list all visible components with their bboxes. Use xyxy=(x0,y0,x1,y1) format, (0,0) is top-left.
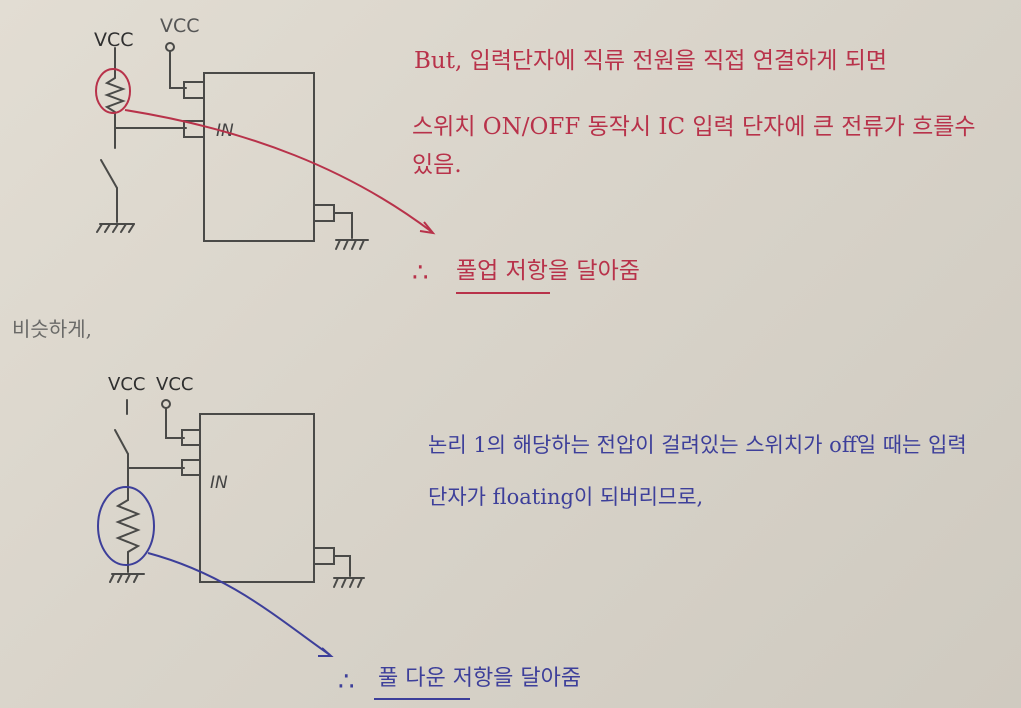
top-note: But, 입력단자에 직류 전원을 직접 연결하게 되면 스위치 ON/OFF … xyxy=(412,48,976,294)
bottom-note: 논리 1의 해당하는 전압이 걸려있는 스위치가 off일 때는 입력 단자가 … xyxy=(338,433,967,700)
bottom-conclusion: 풀 다운 저항을 달아줌 xyxy=(378,666,581,691)
top-conclusion-mark: ∴ xyxy=(412,258,429,288)
red-arrow xyxy=(124,109,433,233)
ic-pin-gnd xyxy=(313,204,335,222)
pull-down-resistor xyxy=(115,493,141,573)
pull-up-circuit: VCC VCC IN xyxy=(94,15,369,250)
vcc-label-right: VCC xyxy=(156,374,193,395)
vcc-terminal-right xyxy=(165,42,175,52)
top-note-line-1: But, 입력단자에 직류 전원을 직접 연결하게 되면 xyxy=(414,48,887,74)
red-arrow-head xyxy=(419,221,436,235)
ic-in-label: IN xyxy=(210,473,228,493)
bottom-conclusion-mark: ∴ xyxy=(338,667,355,697)
vcc-to-ic-wire xyxy=(169,50,187,89)
top-note-line-2: 스위치 ON/OFF 동작시 IC 입력 단자에 큰 전류가 흐를수 xyxy=(412,114,976,140)
ic-pin-vcc xyxy=(181,429,201,446)
vcc-label-left: VCC xyxy=(108,374,145,395)
ic-chip xyxy=(199,413,315,583)
top-note-line-3: 있음. xyxy=(412,152,462,178)
vcc-to-ic-wire xyxy=(165,407,185,439)
ic-pin-vcc xyxy=(183,81,205,99)
ground-hatch xyxy=(96,223,135,233)
ground-hatch xyxy=(109,573,139,583)
ic-chip xyxy=(203,72,315,242)
ic-pin-in xyxy=(181,459,201,476)
blue-arrow xyxy=(147,552,331,656)
resistor-highlight-circle xyxy=(95,68,131,114)
pull-down-circuit: VCC VCC IN xyxy=(108,374,365,588)
vcc-label-left: VCC xyxy=(94,29,134,51)
bottom-note-line-2: 단자가 floating이 되버리므로, xyxy=(428,485,703,509)
resistor-highlight-circle xyxy=(97,486,155,566)
blue-annotation xyxy=(97,486,334,657)
ic-pin-gnd xyxy=(313,547,335,565)
section-label: 비슷하게, xyxy=(12,317,92,341)
pull-up-resistor xyxy=(104,71,126,131)
blue-arrow-head xyxy=(318,647,334,657)
ic-pin-in xyxy=(183,120,205,138)
ic-ground-wire xyxy=(333,555,351,577)
bottom-note-line-1: 논리 1의 해당하는 전압이 걸려있는 스위치가 off일 때는 입력 xyxy=(428,433,967,457)
ic-ground-hatch xyxy=(335,239,365,250)
switch-blade xyxy=(100,159,118,189)
red-annotation xyxy=(95,68,436,235)
switch-blade xyxy=(114,429,129,455)
vcc-label-right: VCC xyxy=(160,15,200,37)
ic-ground-wire xyxy=(333,212,353,239)
vcc-terminal-right xyxy=(161,399,171,409)
ic-ground-hatch xyxy=(333,577,363,588)
top-conclusion: 풀업 저항을 달아줌 xyxy=(456,258,640,284)
